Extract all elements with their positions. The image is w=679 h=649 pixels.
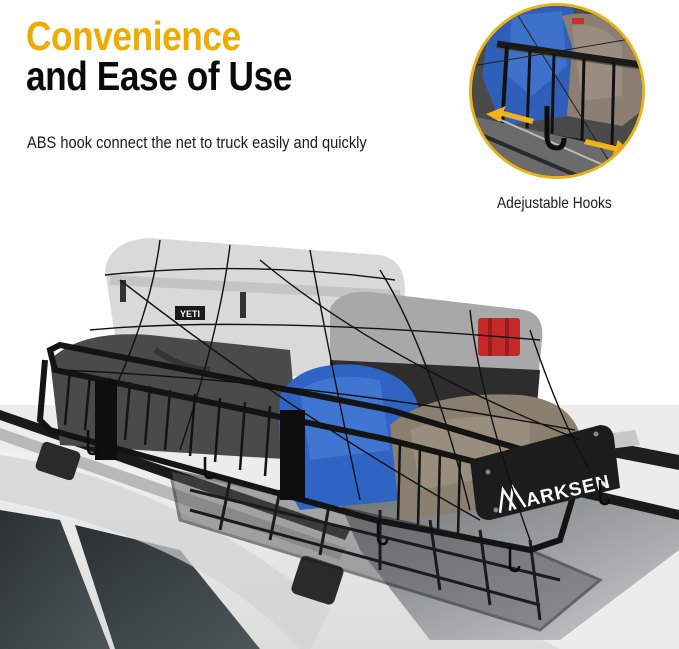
feature-description: ABS hook connect the net to truck easily… <box>27 133 367 152</box>
product-scene: YETI <box>0 220 679 649</box>
headline: Convenience and Ease of Use <box>26 13 292 99</box>
hook-detail-inset <box>469 3 645 179</box>
net-hooks <box>86 430 611 573</box>
roof-basket-illustration: YETI <box>0 238 679 649</box>
headline-line-2: and Ease of Use <box>26 53 292 99</box>
yeti-logo-text: YETI <box>180 309 200 319</box>
car-window <box>75 525 260 649</box>
hook-detail-illustration <box>472 6 642 176</box>
headline-line-1: Convenience <box>26 13 241 59</box>
car-window <box>0 510 110 649</box>
yeti-badge <box>175 306 205 320</box>
cargo-net <box>59 239 591 541</box>
inset-caption: Adejustable Hooks <box>497 195 612 212</box>
cargo-basket <box>36 341 605 554</box>
